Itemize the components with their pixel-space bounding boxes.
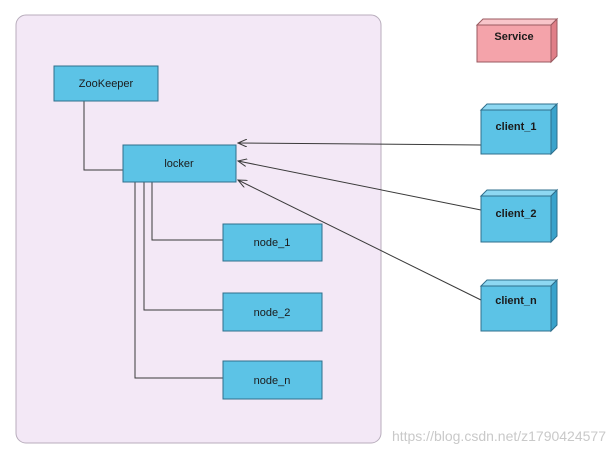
node-locker-label: locker — [164, 158, 194, 170]
container-panel — [15, 14, 382, 444]
node-zookeeper[interactable]: ZooKeeper — [53, 65, 159, 102]
node-node-2-label: node_2 — [254, 307, 291, 319]
node-node-n-label: node_n — [254, 375, 291, 387]
node-locker[interactable]: locker — [122, 144, 237, 183]
cube-client-2-label: client_2 — [496, 208, 537, 220]
cube-client-2[interactable]: client_2 — [479, 188, 559, 244]
cube-service-label: Service — [494, 31, 533, 43]
cube-client-n[interactable]: client_n — [479, 278, 559, 333]
node-node-2[interactable]: node_2 — [222, 292, 323, 332]
arrow-client-1-locker — [238, 143, 482, 145]
connector-locker-node-1 — [151, 182, 223, 241]
arrow-client-2-locker — [238, 161, 482, 211]
node-node-n[interactable]: node_n — [222, 360, 323, 400]
node-node-1[interactable]: node_1 — [222, 223, 323, 262]
node-zookeeper-label: ZooKeeper — [79, 78, 134, 90]
client-arrows — [238, 143, 482, 301]
cube-client-1[interactable]: client_1 — [479, 102, 559, 156]
connector-locker-node-n — [134, 182, 223, 379]
cube-client-n-label: client_n — [495, 295, 537, 307]
cube-service[interactable]: Service — [475, 17, 559, 64]
node-node-1-label: node_1 — [254, 237, 291, 249]
arrow-client-n-locker — [238, 180, 482, 301]
connector-zookeeper-locker — [83, 101, 123, 171]
tree-connectors — [83, 101, 223, 379]
cube-client-1-label: client_1 — [496, 121, 537, 133]
connector-locker-node-2 — [143, 182, 223, 311]
watermark-text: https://blog.csdn.net/z1790424577 — [392, 428, 606, 444]
